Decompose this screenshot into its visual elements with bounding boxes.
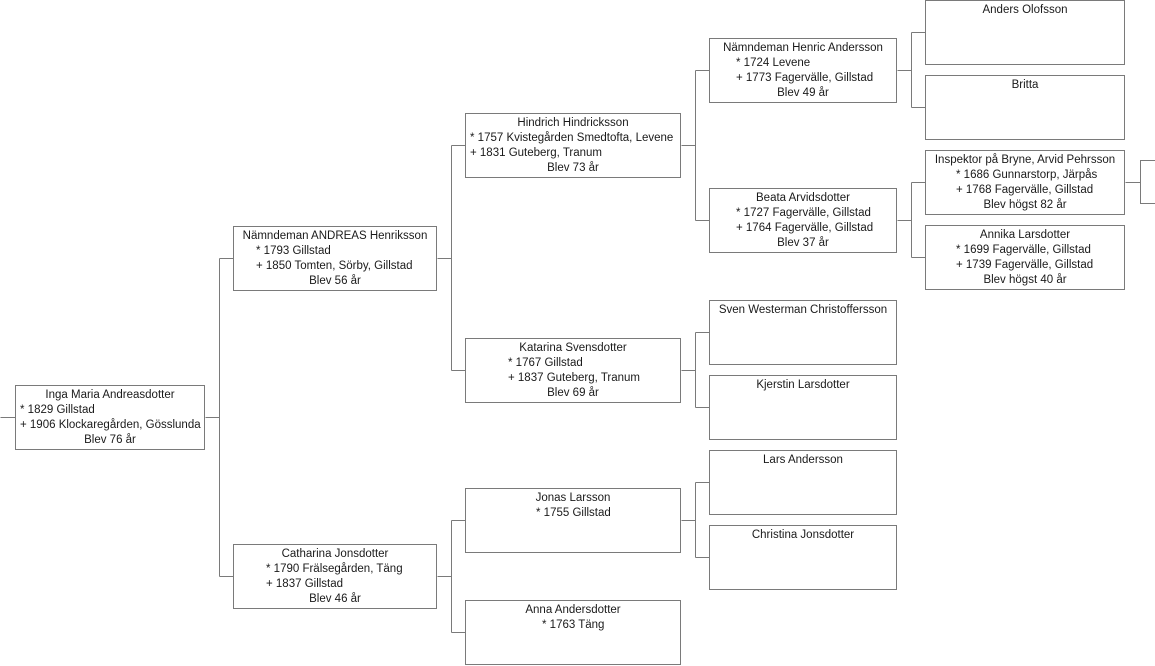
age-info: Blev 49 år	[777, 87, 829, 99]
person-card-catharina-jonsdotter[interactable]: Catharina Jonsdotter * 1790 Frälsegården…	[233, 544, 437, 609]
person-name: Lars Andersson	[763, 454, 843, 466]
person-card-lars-andersson[interactable]: Lars Andersson	[709, 450, 897, 515]
death-info: + 1768 Fagervälle, Gillstad	[956, 184, 1094, 196]
person-card-inga-maria-andreasdotter[interactable]: Inga Maria Andreasdotter * 1829 Gillstad…	[15, 385, 205, 450]
birth-info: * 1793 Gillstad	[256, 245, 331, 257]
death-info: + 1831 Guteberg, Tranum	[470, 147, 603, 159]
birth-info: * 1699 Fagervälle, Gillstad	[956, 244, 1091, 256]
person-card-anna-andersdotter[interactable]: Anna Andersdotter * 1763 Täng	[465, 600, 681, 665]
death-info: + 1837 Guteberg, Tranum	[508, 372, 641, 384]
person-card-katarina-svensdotter[interactable]: Katarina Svensdotter * 1767 Gillstad + 1…	[465, 338, 681, 403]
person-card-henric-andersson[interactable]: Nämndeman Henric Andersson * 1724 Levene…	[709, 38, 897, 103]
birth-info: * 1767 Gillstad	[508, 357, 583, 369]
person-name: Sven Westerman Christoffersson	[718, 304, 888, 316]
birth-info: * 1686 Gunnarstorp, Järpås	[956, 169, 1098, 181]
person-card-anders-olofsson[interactable]: Anders Olofsson	[925, 0, 1125, 65]
age-info: Blev 56 år	[309, 275, 361, 287]
age-info: Blev 69 år	[547, 387, 599, 399]
person-name: Katarina Svensdotter	[519, 342, 627, 354]
person-name: Hindrich Hindricksson	[517, 117, 629, 129]
age-info: Blev 46 år	[309, 593, 361, 605]
person-name: Anders Olofsson	[982, 4, 1068, 16]
person-name: Inspektor på Bryne, Arvid Pehrsson	[934, 154, 1116, 166]
person-name: Christina Jonsdotter	[751, 529, 855, 541]
death-info: + 1837 Gillstad	[266, 578, 344, 590]
birth-info: * 1727 Fagervälle, Gillstad	[736, 207, 871, 219]
person-name: Britta	[1011, 79, 1039, 91]
person-name: Nämndeman ANDREAS Henriksson	[242, 230, 428, 242]
birth-info: * 1755 Gillstad	[536, 507, 611, 519]
death-info: + 1739 Fagervälle, Gillstad	[956, 259, 1094, 271]
age-info: Blev 73 år	[547, 162, 599, 174]
death-info: + 1906 Klockaregården, Gösslunda	[20, 419, 201, 431]
age-info: Blev 37 år	[777, 237, 829, 249]
person-name: Beata Arvidsdotter	[756, 192, 850, 204]
person-card-jonas-larsson[interactable]: Jonas Larsson * 1755 Gillstad	[465, 488, 681, 553]
age-info: Blev högst 82 år	[983, 199, 1067, 211]
birth-info: * 1790 Frälsegården, Täng	[266, 563, 403, 575]
person-name: Jonas Larsson	[535, 492, 611, 504]
death-info: + 1773 Fagervälle, Gillstad	[736, 72, 874, 84]
age-info: Blev 76 år	[84, 434, 136, 446]
person-card-annika-larsdotter[interactable]: Annika Larsdotter * 1699 Fagervälle, Gil…	[925, 225, 1125, 290]
age-info: Blev högst 40 år	[983, 274, 1067, 286]
person-name: Inga Maria Andreasdotter	[45, 389, 175, 401]
death-info: + 1850 Tomten, Sörby, Gillstad	[256, 260, 413, 272]
person-card-beata-arvidsdotter[interactable]: Beata Arvidsdotter * 1727 Fagervälle, Gi…	[709, 188, 897, 253]
person-name: Kjerstin Larsdotter	[756, 379, 850, 391]
birth-info: * 1724 Levene	[736, 57, 811, 69]
person-card-hindrich-hindricksson[interactable]: Hindrich Hindricksson * 1757 Kvistegårde…	[465, 113, 681, 178]
person-name: Catharina Jonsdotter	[281, 548, 389, 560]
birth-info: * 1757 Kvistegården Smedtofta, Levene	[470, 132, 674, 144]
person-card-sven-westerman-christoffersson[interactable]: Sven Westerman Christoffersson	[709, 300, 897, 365]
person-name: Annika Larsdotter	[979, 229, 1071, 241]
person-card-arvid-pehrsson[interactable]: Inspektor på Bryne, Arvid Pehrsson * 168…	[925, 150, 1125, 215]
person-card-offscreen[interactable]	[1140, 160, 1155, 204]
birth-info: * 1763 Täng	[542, 619, 605, 631]
person-card-christina-jonsdotter[interactable]: Christina Jonsdotter	[709, 525, 897, 590]
death-info: + 1764 Fagervälle, Gillstad	[736, 222, 874, 234]
person-name: Anna Andersdotter	[525, 604, 621, 616]
person-card-britta[interactable]: Britta	[925, 75, 1125, 140]
person-name: Nämndeman Henric Andersson	[723, 42, 883, 54]
person-card-kjerstin-larsdotter[interactable]: Kjerstin Larsdotter	[709, 375, 897, 440]
birth-info: * 1829 Gillstad	[20, 404, 95, 416]
person-card-andreas-henriksson[interactable]: Nämndeman ANDREAS Henriksson * 1793 Gill…	[233, 226, 437, 291]
